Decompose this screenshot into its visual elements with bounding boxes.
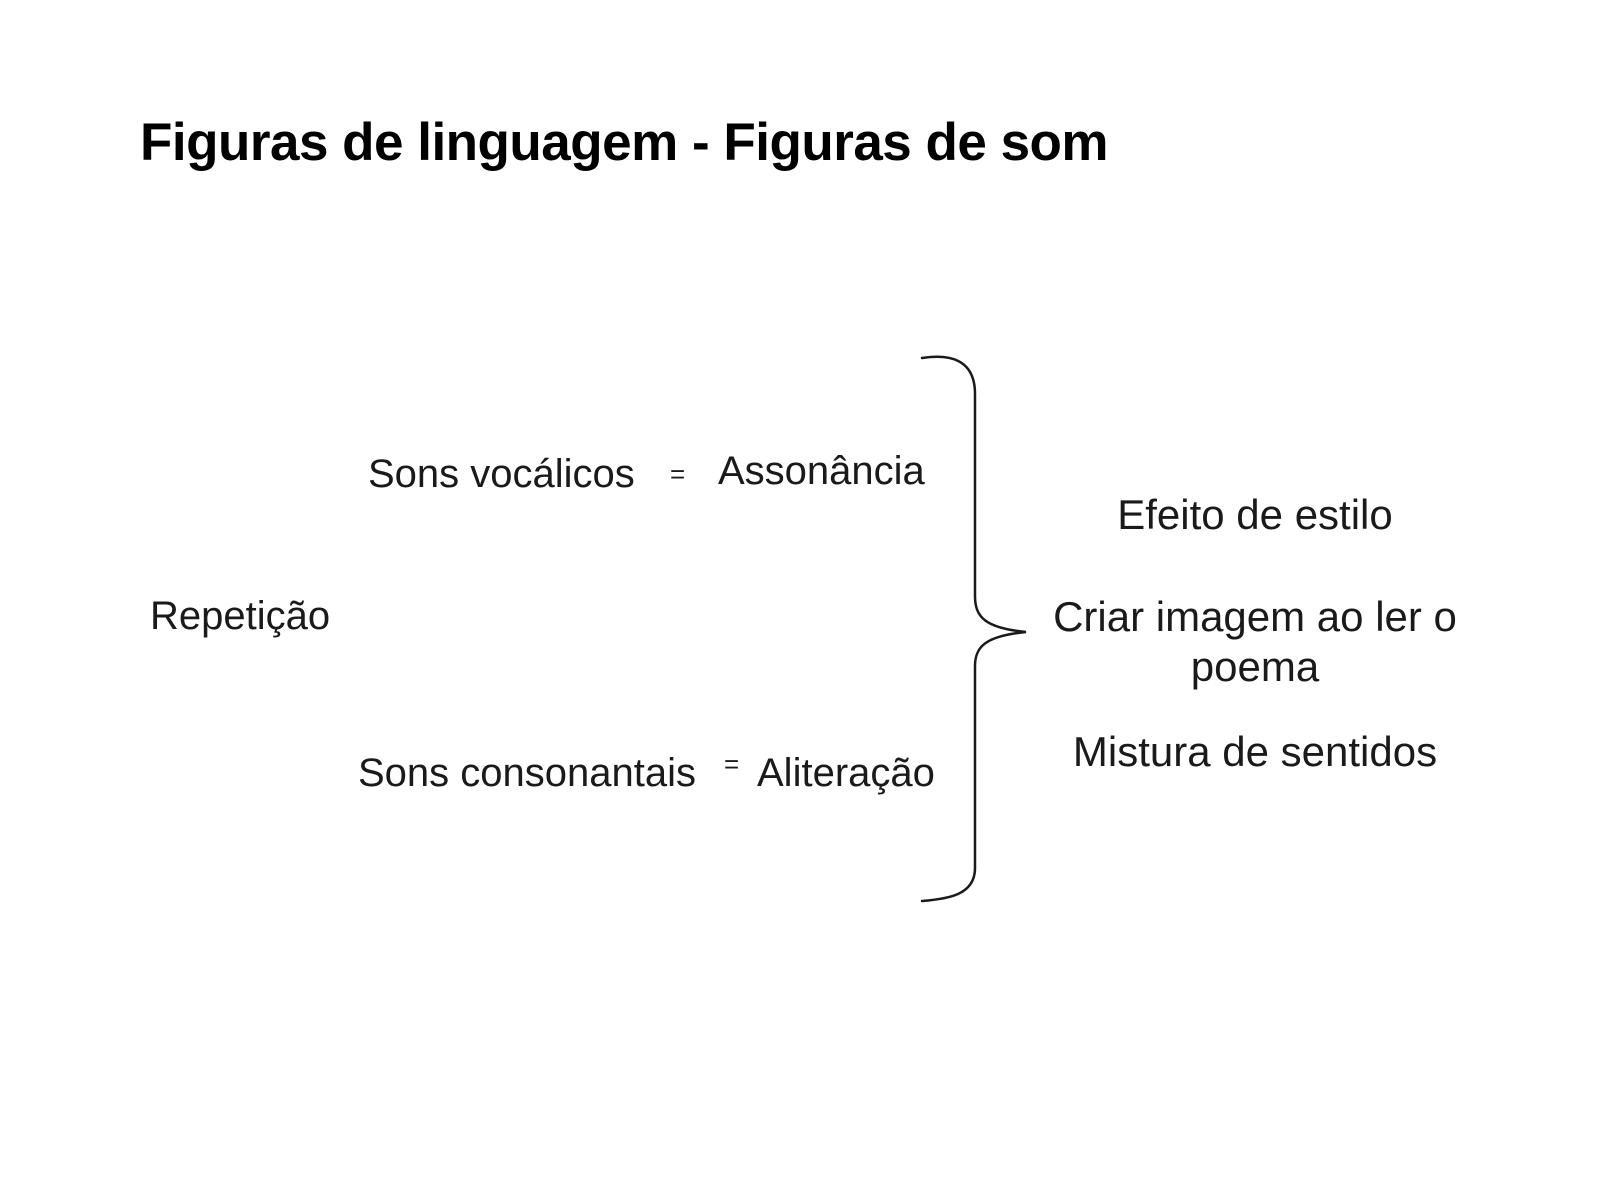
branch-consonant-label: Sons consonantais	[358, 751, 697, 795]
branch-consonant-result: Aliteração	[757, 751, 935, 795]
branch-vowel-label: Sons vocálicos	[368, 452, 635, 496]
root-label: Repetição	[150, 594, 331, 638]
effect-item: Efeito de estilo	[1117, 491, 1393, 538]
effect-item: Mistura de sentidos	[1072, 728, 1438, 775]
right-curly-brace-icon	[920, 355, 1027, 903]
equals-sign: =	[724, 749, 740, 779]
effect-item: Criar imagem ao ler o poema	[1053, 593, 1457, 690]
branch-vowel-result: Assonância	[718, 449, 925, 493]
page-title: Figuras de linguagem - Figuras de som	[140, 113, 1109, 172]
equals-sign: =	[670, 459, 686, 489]
